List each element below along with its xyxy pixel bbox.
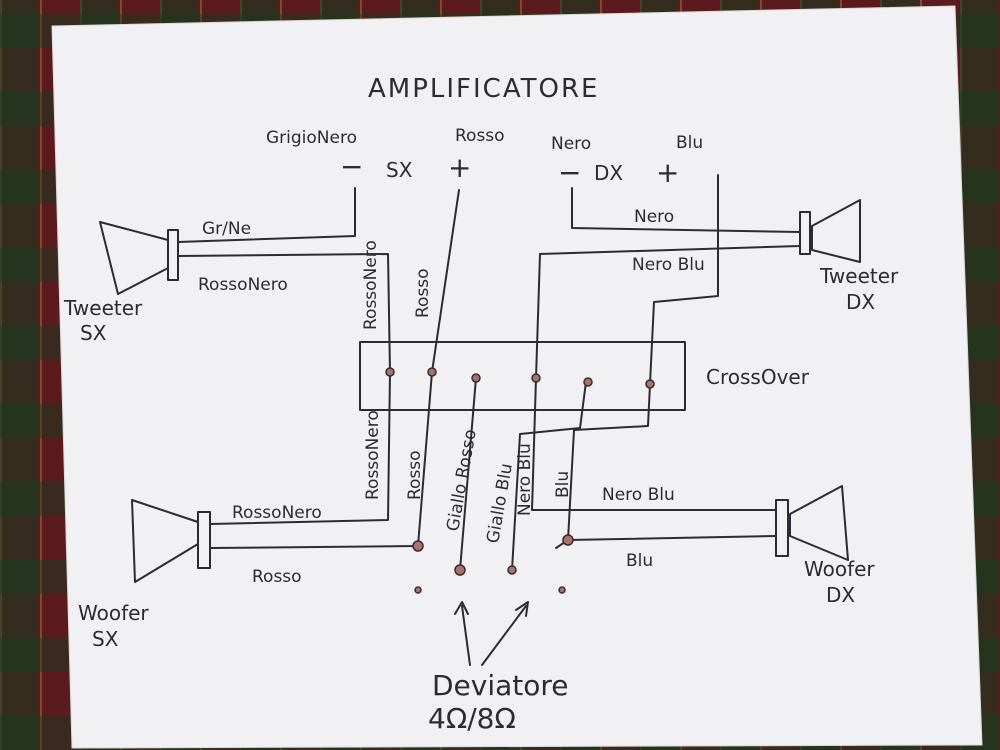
tweeter-sx-side: SX — [80, 321, 107, 345]
wire-label-rossonero-v1: RossoNero — [361, 240, 381, 330]
deviatore-label: Deviatore — [432, 669, 569, 702]
wire-label-rossonero-wf-sx: RossoNero — [232, 503, 322, 523]
wire-label-nero-tw-dx: Nero — [634, 207, 674, 227]
tweeter-dx-side: DX — [846, 290, 875, 314]
wires — [177, 174, 801, 571]
deviatore-ohm-label: 4Ω/8Ω — [428, 702, 516, 735]
wire-label-rossonero-v2: RossoNero — [363, 410, 383, 500]
tweeter-sx-label: Tweeter — [63, 296, 143, 320]
woofer-dx — [775, 485, 849, 561]
woofer-dx-label: Woofer — [804, 557, 875, 581]
paper-sheet — [51, 5, 983, 749]
amp-right-plus: + — [656, 156, 679, 189]
tweeter-dx-label: Tweeter — [819, 264, 899, 288]
woofer-dx-side: DX — [826, 583, 855, 607]
amp-left-channel: SX — [386, 158, 413, 182]
wire-label-rosso-wf-sx: Rosso — [252, 567, 302, 587]
amp-left-pos-label: Rosso — [455, 126, 505, 146]
woofer-sx-side: SX — [92, 627, 119, 651]
amp-left-neg-label: GrigioNero — [266, 128, 357, 148]
wire-label-blu-v: Blu — [553, 471, 573, 498]
junctions — [385, 367, 655, 594]
amp-right-neg-label: Nero — [551, 134, 591, 154]
deviatore-arrows — [454, 601, 529, 666]
amp-right-minus: − — [558, 156, 581, 189]
wire-label-rosso-v1: Rosso — [413, 268, 433, 318]
amp-left-minus: − — [340, 150, 363, 183]
amp-right-channel: DX — [594, 161, 623, 185]
crossover-box — [359, 341, 686, 411]
wire-label-grne: Gr/Ne — [202, 219, 251, 239]
woofer-sx — [131, 499, 211, 583]
amp-right-pos-label: Blu — [676, 133, 703, 153]
wire-label-rossonero-tw-sx: RossoNero — [198, 275, 288, 295]
crossover-label: CrossOver — [706, 365, 810, 389]
wire-label-nero-blu-v: Nero Blu — [515, 443, 535, 516]
wire-label-nero-blu-wf-dx: Nero Blu — [602, 485, 675, 505]
wire-label-rosso-v2: Rosso — [405, 450, 425, 500]
diagram-title: AMPLIFICATORE — [368, 74, 599, 104]
wire-label-nero-blu-tw-dx: Nero Blu — [632, 255, 705, 275]
amp-left-plus: + — [448, 151, 471, 184]
wire-label-blu-wf-dx: Blu — [626, 551, 653, 571]
woofer-sx-label: Woofer — [78, 601, 149, 625]
